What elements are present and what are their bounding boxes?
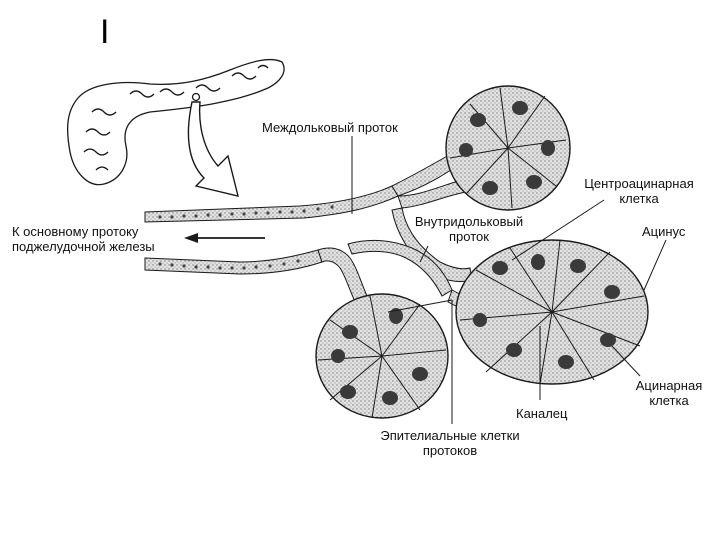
- label-intralobular-duct: Внутридольковый проток: [404, 214, 534, 244]
- label-canaliculus: Каналец: [516, 406, 567, 421]
- label-centroacinar-line1: Центроацинарная: [574, 176, 704, 191]
- label-intralobular-line2: проток: [404, 229, 534, 244]
- label-main-duct: К основному протоку поджелудочной железы: [12, 224, 155, 254]
- label-epithelial-line1: Эпителиальные клетки: [360, 428, 540, 443]
- label-acinar-cell: Ацинарная клетка: [622, 378, 716, 408]
- label-duct-epithelial-cells: Эпителиальные клетки протоков: [360, 428, 540, 458]
- label-main-duct-line1: К основному протоку: [12, 224, 155, 239]
- label-epithelial-line2: протоков: [360, 443, 540, 458]
- label-acinus: Ацинус: [642, 224, 685, 239]
- label-intralobular-line1: Внутридольковый: [404, 214, 534, 229]
- acinus-upper: [446, 86, 570, 210]
- label-acinar-line1: Ацинарная: [622, 378, 716, 393]
- label-acinar-line2: клетка: [622, 393, 716, 408]
- label-interlobular-duct: Междольковый проток: [262, 120, 398, 135]
- label-centroacinar-cell: Центроацинарная клетка: [574, 176, 704, 206]
- figure-marker: I: [100, 14, 109, 50]
- label-main-duct-line2: поджелудочной железы: [12, 239, 155, 254]
- main-duct-arrow: [184, 233, 265, 243]
- acinus-right: [456, 240, 648, 384]
- zoom-arrow: [188, 102, 238, 196]
- interlobular-duct: [145, 186, 398, 274]
- label-centroacinar-line2: клетка: [574, 191, 704, 206]
- acinus-lower: [316, 294, 448, 418]
- pancreas-gland: [68, 60, 284, 185]
